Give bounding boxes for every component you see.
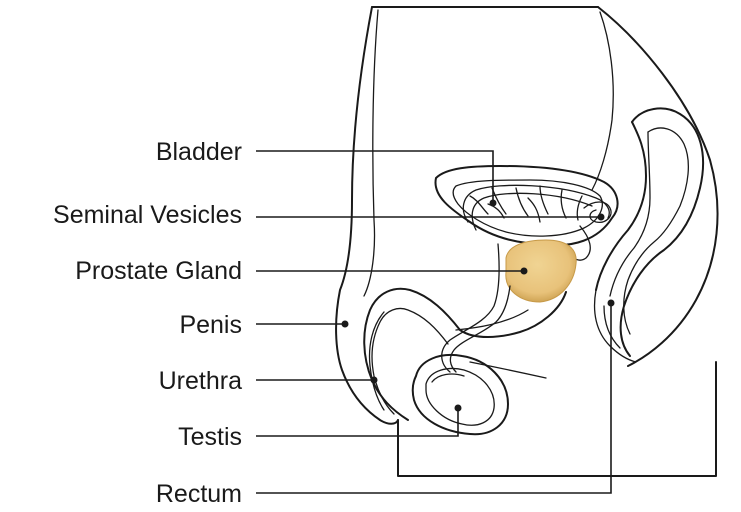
bladder-pointer bbox=[490, 200, 497, 207]
label-prostate-gland: Prostate Gland bbox=[75, 257, 242, 285]
rectum-pointer bbox=[608, 300, 615, 307]
perineum-line bbox=[470, 362, 546, 378]
labels: Bladder Seminal Vesicles Prostate Gland … bbox=[53, 138, 242, 508]
label-testis: Testis bbox=[178, 423, 242, 451]
label-urethra: Urethra bbox=[159, 367, 242, 395]
label-bladder: Bladder bbox=[156, 138, 242, 166]
seminal-vesicles-pointer bbox=[598, 214, 605, 221]
urethra-pointer bbox=[371, 377, 378, 384]
prostate-gland-pointer bbox=[521, 268, 528, 275]
testis-pointer bbox=[455, 405, 462, 412]
label-penis: Penis bbox=[179, 311, 242, 339]
testis-leader bbox=[256, 408, 458, 436]
rectum-leader bbox=[256, 303, 611, 493]
bladder-leader bbox=[256, 151, 493, 202]
label-seminal-vesicles: Seminal Vesicles bbox=[53, 201, 242, 229]
label-rectum: Rectum bbox=[156, 480, 242, 508]
penis-pointer bbox=[342, 321, 349, 328]
